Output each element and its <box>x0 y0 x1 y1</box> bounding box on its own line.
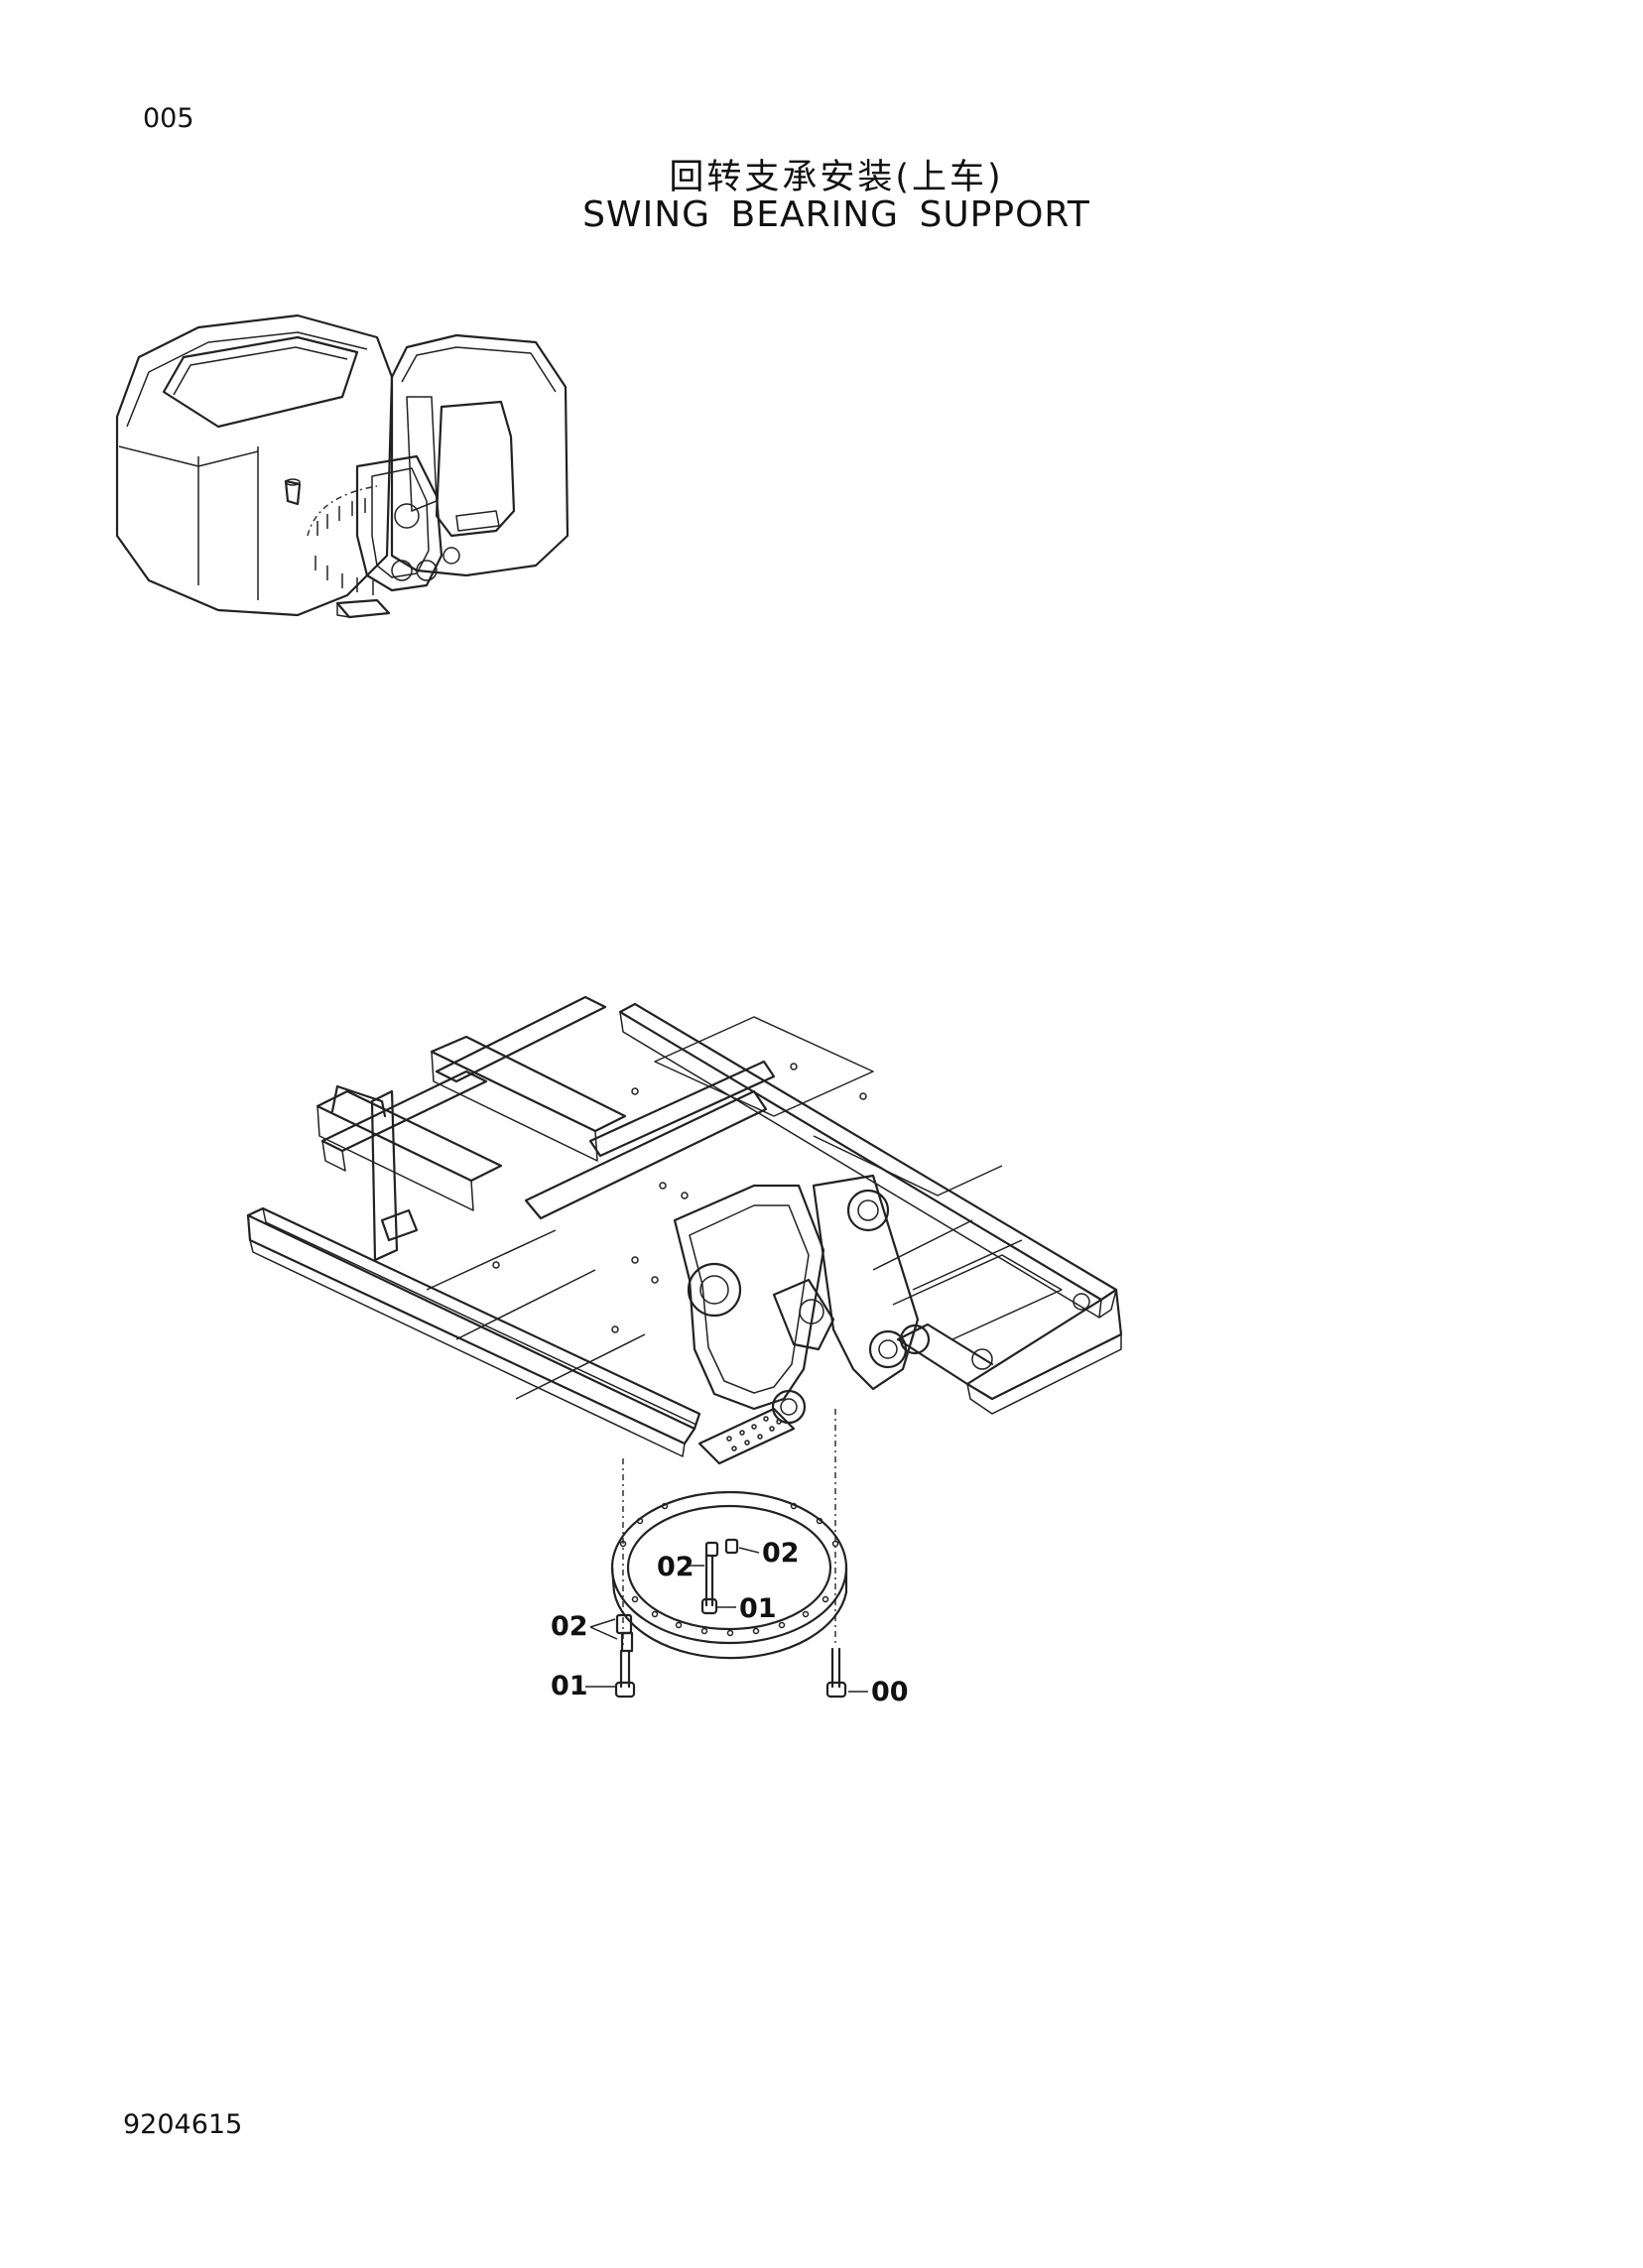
callout-washer-inner-left: 02 <box>657 1552 695 1582</box>
page-number: 005 <box>143 103 194 134</box>
callout-washer-outer: 02 <box>551 1611 588 1642</box>
fasteners <box>614 1538 847 1699</box>
swing-bearing-ring <box>610 1490 848 1660</box>
upper-frame-drawing <box>246 995 1123 1647</box>
excavator-overview-thumbnail <box>115 314 569 619</box>
document-number: 9204615 <box>123 2109 243 2140</box>
step-plate-dots <box>726 1416 782 1451</box>
callout-washer-inner-right: 02 <box>762 1538 800 1569</box>
callout-leaders <box>585 1547 868 1693</box>
ring-bolt-holes <box>619 1502 839 1637</box>
bolt-marks <box>315 498 374 595</box>
callout-bolt-inner: 01 <box>739 1593 777 1624</box>
page-title-english: SWING BEARING SUPPORT <box>582 194 1090 235</box>
callout-bolt-ring: 00 <box>871 1677 909 1707</box>
callout-bolt-outer: 01 <box>551 1671 588 1701</box>
frame-bolt-dots <box>492 1063 867 1333</box>
page-title-chinese: 回转支承安装(上车) <box>669 158 1004 197</box>
